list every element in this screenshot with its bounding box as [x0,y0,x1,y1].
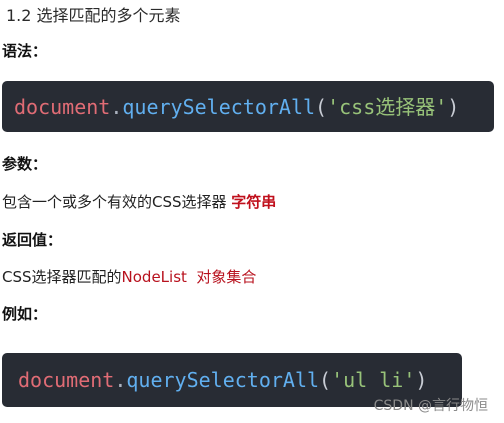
returns-highlight: NodeList 对象集合 [121,268,257,286]
syntax-label: 语法： [2,42,48,60]
example-label: 例如： [2,305,48,323]
returns-prefix: CSS选择器匹配的 [2,268,122,286]
code-argument: 'ul li' [331,368,416,392]
csdn-watermark: CSDN @言行物恒 [373,398,488,414]
code-object: document [14,94,111,119]
example-code-block: document.querySelectorAll('ul li') [2,353,462,407]
code-close-paren: ) [447,94,460,119]
returns-description: CSS选择器匹配的NodeList 对象集合 [2,266,256,287]
params-description: 包含一个或多个有效的CSS选择器 字符串 [2,191,276,212]
params-label: 参数： [2,155,48,173]
code-close-paren: ) [415,368,428,392]
returns-label: 返回值： [2,231,63,249]
code-method: querySelectorAll [122,94,316,119]
section-heading: 1.2 选择匹配的多个元素 [6,6,181,25]
code-open-paren: ( [315,94,328,119]
code-dot: . [110,94,123,119]
params-text: 包含一个或多个有效的CSS选择器 [2,193,232,211]
code-argument: 'css选择器' [327,94,448,119]
code-object: document [18,368,115,392]
params-highlight: 字符串 [231,193,277,211]
code-method: querySelectorAll [126,368,320,392]
code-open-paren: ( [319,368,332,392]
syntax-code-block: document.querySelectorAll('css选择器') [2,81,494,132]
code-dot: . [114,368,127,392]
